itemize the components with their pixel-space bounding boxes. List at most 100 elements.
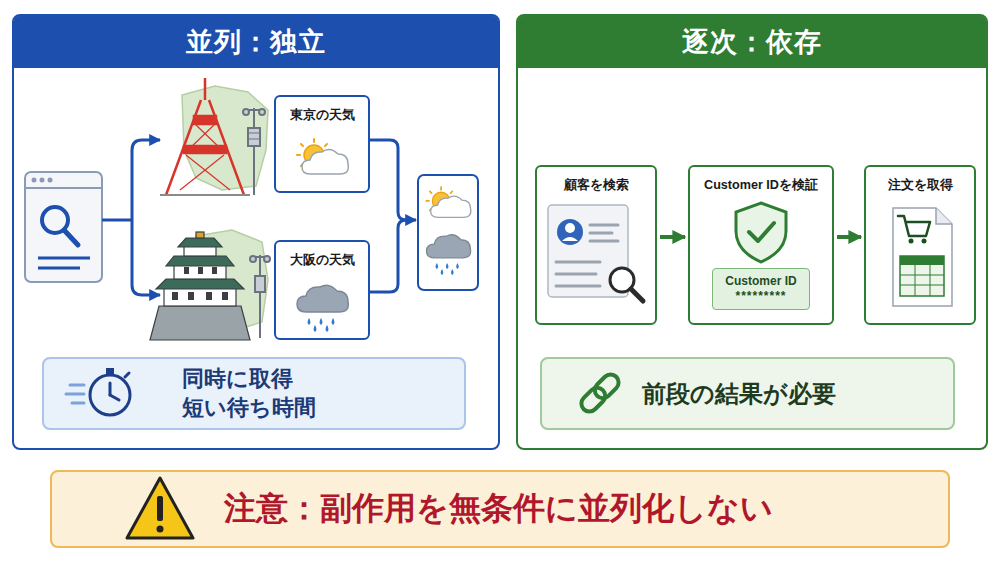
id-field: Customer ID********* (712, 268, 810, 310)
order-document-icon (898, 216, 930, 236)
search-window-icon (25, 187, 102, 189)
warning-box: 注意：副作用を無条件に並列化しない (50, 470, 950, 548)
fan-out-arrows (102, 219, 132, 222)
merged-result-box (418, 175, 478, 290)
dependency-box: 前段の結果が必要 (540, 357, 955, 430)
order-document-icon (936, 208, 952, 224)
order-document-icon (900, 275, 944, 276)
merged-result-box (418, 175, 478, 290)
weather-station (248, 128, 260, 146)
shield-icon (736, 203, 786, 262)
search-window-icon (32, 178, 37, 183)
process-box: 注文を取得 (864, 165, 976, 325)
chain-icon (578, 371, 622, 415)
stopwatch-icon (72, 402, 84, 405)
weather-box: 大阪の天気 (274, 240, 370, 340)
weather-station (253, 108, 255, 195)
panel-heading: 逐次：依存 (518, 16, 986, 68)
customer-search-icon (556, 285, 600, 288)
fan-out-arrows (370, 140, 416, 220)
benefit-box: 同時に取得 短い待ち時間 (42, 357, 466, 430)
warning-icon (127, 478, 193, 538)
weather-station (243, 109, 249, 115)
fan-out-arrows (132, 220, 160, 295)
search-window-icon (64, 230, 78, 245)
field-text: ********* (735, 289, 786, 304)
flow-arrow (837, 235, 861, 239)
fan-out-arrows (132, 140, 160, 220)
flow-arrow (660, 235, 685, 239)
osaka-castle (178, 238, 222, 247)
search-window-icon (38, 267, 80, 270)
note-text: 注意：副作用を無条件に並列化しない (224, 488, 773, 530)
customer-search-icon (548, 205, 643, 301)
note-fills (50, 470, 950, 548)
tokyo-tower (160, 194, 250, 196)
order-document-icon (893, 208, 952, 306)
customer-search-icon (556, 225, 618, 286)
order-document-icon (900, 285, 944, 286)
tokyo-map (182, 86, 268, 190)
stopwatch-icon (125, 373, 129, 377)
order-document-icon (900, 256, 944, 296)
customer-search-icon (556, 273, 596, 276)
warning-icon (157, 496, 163, 521)
weather-station (259, 255, 261, 338)
tokyo-map (182, 86, 268, 190)
tokyo-tower (204, 78, 207, 100)
tokyo-tower (184, 146, 226, 153)
panel-heading: 並列：独立 (14, 16, 498, 68)
customer-search-icon (590, 224, 618, 227)
osaka-castle (150, 232, 250, 340)
search-window-icon (38, 257, 90, 260)
customer-search-icon (631, 289, 643, 301)
weather-icon (297, 139, 348, 174)
note-fills (42, 357, 466, 430)
order-document-icon (915, 256, 916, 296)
customer-search-icon (556, 261, 600, 264)
search-window-icon (25, 172, 102, 282)
weather-station (255, 276, 265, 292)
weather-icon (297, 139, 348, 332)
note-fills (540, 357, 955, 430)
note-text: 前段の結果が必要 (642, 378, 836, 409)
osaka-castle (184, 267, 189, 274)
stopwatch-icon (106, 368, 114, 374)
customer-search-icon (590, 240, 618, 243)
box-title: 顧客を検索 (537, 167, 655, 194)
warning-icon (127, 478, 193, 538)
order-document-icon (930, 256, 931, 296)
stopwatch-icon (90, 375, 130, 415)
osaka-castle (172, 292, 178, 300)
customer-search-icon (557, 219, 583, 245)
order-document-icon (922, 239, 927, 244)
stopwatch-icon (110, 395, 119, 400)
field-text: Customer ID (725, 274, 796, 289)
box-title: 大阪の天気 (276, 242, 368, 269)
merged-result-box (427, 235, 471, 275)
merged-result-box (426, 187, 470, 217)
shield-icon (736, 203, 786, 262)
weather-station (250, 256, 256, 262)
stopwatch-icon (66, 368, 130, 415)
osaka-castle (222, 292, 228, 300)
sequential-panel: 逐次：依存顧客を検索 Customer IDを検証Customer ID*****… (516, 14, 988, 450)
weather-station (259, 109, 265, 115)
shield-icon (749, 223, 774, 241)
customer-search-icon (562, 237, 578, 241)
weather-station (249, 133, 259, 134)
fan-out-arrows (370, 220, 406, 292)
weather-box: 東京の天気 (274, 95, 370, 193)
stopwatch-icon (109, 383, 112, 395)
tokyo-tower (160, 78, 250, 195)
tokyo-tower (194, 116, 216, 124)
order-document-icon (900, 256, 944, 265)
order-document-icon (898, 216, 930, 236)
osaka-castle (150, 306, 250, 340)
order-document-icon (909, 239, 914, 244)
tokyo-tower (166, 100, 244, 195)
box-title: 注文を取得 (866, 167, 974, 194)
process-box: Customer IDを検証Customer ID********* (688, 165, 834, 325)
